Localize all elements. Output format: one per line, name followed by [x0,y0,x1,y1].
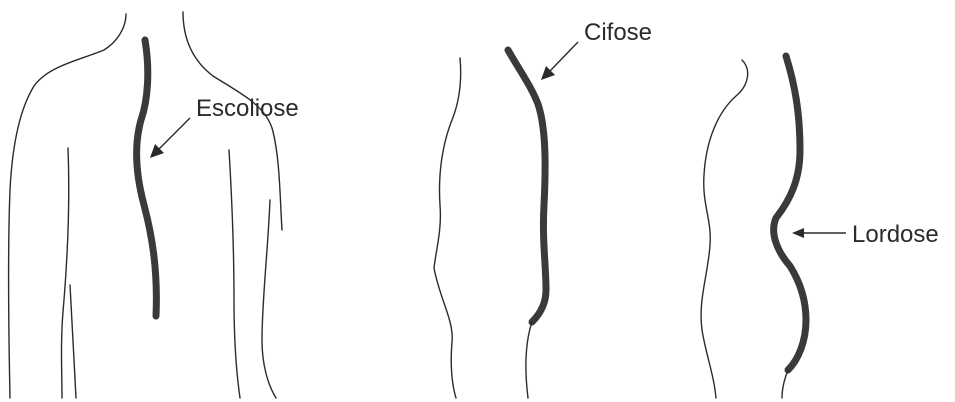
scoliosis-arrow-line [158,118,190,150]
lordosis-spine [774,56,806,370]
lordosis-back-lower-outline [782,370,788,398]
lordosis-arrow-head [792,228,804,238]
kyphosis-label: Cifose [584,19,652,46]
right-arm-outline [262,200,276,398]
left-forearm-outline [70,285,76,398]
scoliosis-label: Escoliose [196,95,299,122]
right-torso-outline [229,150,240,398]
kyphosis-front-outline [434,58,461,398]
lordosis-front-outline [701,60,748,398]
scoliosis-figure: Escoliose [9,12,299,398]
scoliosis-spine [137,40,157,316]
lordosis-label: Lordose [852,221,939,248]
lordosis-figure: Lordose [701,56,939,398]
kyphosis-spine [508,50,546,322]
kyphosis-figure: Cifose [434,19,652,398]
kyphosis-back-lower-outline [526,322,532,398]
kyphosis-arrow-line [549,42,578,72]
neck-left-outline [9,14,127,398]
left-arm-outline [62,148,69,398]
